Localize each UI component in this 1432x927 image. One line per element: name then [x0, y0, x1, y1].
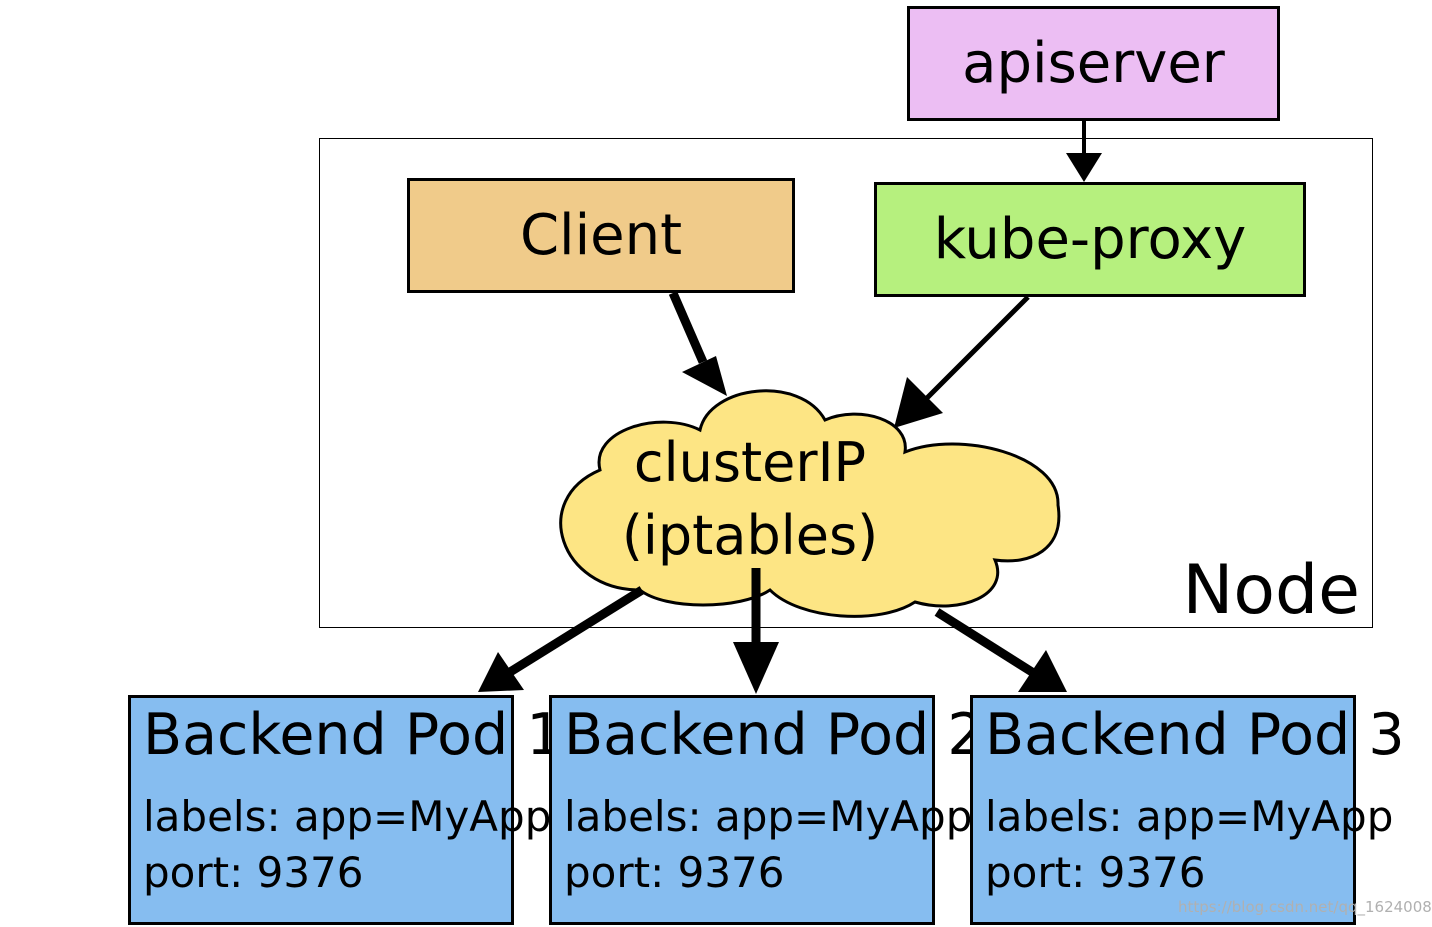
- client-label: Client: [519, 203, 683, 268]
- cluster-ip-line-1: clusterIP: [633, 431, 867, 495]
- pod-port: port: 9376: [564, 848, 785, 897]
- pod-title: Backend Pod 2: [564, 702, 984, 768]
- pod-title: Backend Pod 3: [985, 702, 1405, 768]
- backend-pod-1: Backend Pod 1 labels: app=MyApp port: 93…: [128, 695, 563, 925]
- backend-pod-3: Backend Pod 3 labels: app=MyApp port: 93…: [970, 695, 1405, 925]
- apiserver-label: apiserver: [962, 31, 1225, 96]
- arrowhead-cloud-to-pod-2: [733, 642, 779, 694]
- kube-proxy-label: kube-proxy: [933, 207, 1247, 272]
- backend-pod-2: Backend Pod 2 labels: app=MyApp port: 93…: [549, 695, 984, 925]
- pod-port: port: 9376: [985, 848, 1206, 897]
- pod-title: Backend Pod 1: [143, 702, 563, 768]
- kube-proxy-box: kube-proxy: [874, 182, 1306, 297]
- client-box: Client: [407, 178, 795, 293]
- watermark: https://blog.csdn.net/qq_16240085: [1178, 898, 1432, 916]
- pod-port: port: 9376: [143, 848, 364, 897]
- pod-labels: labels: app=MyApp: [143, 792, 552, 841]
- arrowhead-cloud-to-pod-1: [478, 652, 524, 692]
- cluster-ip-line-2: (iptables): [621, 504, 879, 567]
- apiserver-box: apiserver: [907, 6, 1280, 121]
- node-frame: Node: [319, 138, 1373, 628]
- pod-labels: labels: app=MyApp: [985, 792, 1394, 841]
- cluster-ip-label: clusterIP (iptables): [560, 420, 940, 580]
- pod-labels: labels: app=MyApp: [564, 792, 973, 841]
- node-label: Node: [1182, 551, 1360, 630]
- arrowhead-cloud-to-pod-3: [1018, 650, 1067, 692]
